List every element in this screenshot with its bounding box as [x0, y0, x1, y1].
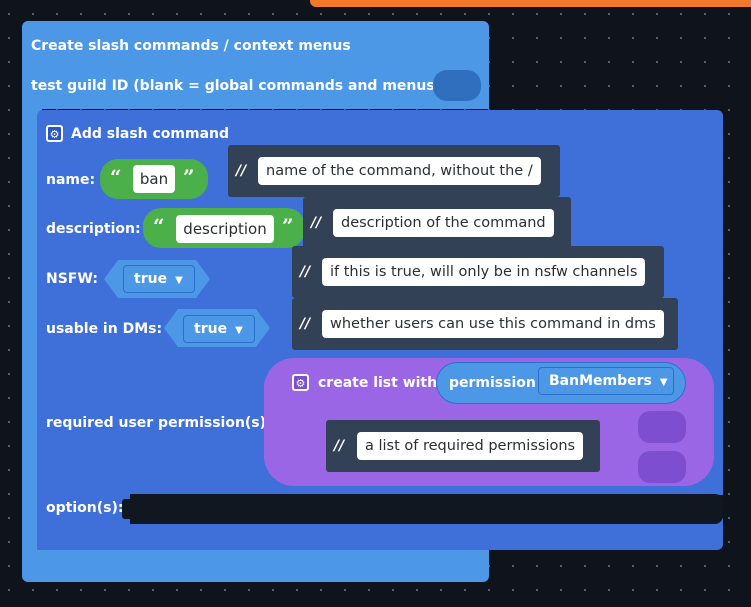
permission-dropdown[interactable]: BanMembers ▼ — [538, 367, 674, 395]
comment-icon: // — [300, 316, 311, 332]
test-guild-id-input-slot[interactable] — [433, 70, 481, 101]
open-quote-icon: “ — [110, 165, 122, 189]
dms-dropdown[interactable]: true ▼ — [183, 315, 255, 343]
nsfw-label: NSFW: — [46, 271, 98, 287]
open-quote-icon: “ — [153, 214, 165, 238]
gear-icon[interactable]: ⚙ — [46, 125, 63, 142]
usable-in-dms-label: usable in DMs: — [46, 321, 163, 337]
gear-icon[interactable]: ⚙ — [292, 374, 309, 391]
description-value-field[interactable]: description — [176, 215, 274, 243]
create-list-title: create list with — [318, 375, 438, 391]
description-label: description: — [46, 221, 141, 237]
list-item-slot-2[interactable] — [638, 411, 686, 443]
options-slot-notch — [122, 499, 138, 519]
comment-icon: // — [311, 215, 322, 231]
dms-dropdown-value: true — [194, 321, 228, 337]
nsfw-dropdown[interactable]: true ▼ — [123, 265, 195, 293]
required-permissions-label: required user permission(s): — [46, 415, 272, 431]
close-quote-icon: ” — [282, 214, 294, 238]
top-orange-block-edge — [310, 0, 751, 7]
dms-comment-field[interactable]: whether users can use this command in dm… — [322, 310, 664, 338]
comment-icon: // — [334, 438, 345, 454]
options-label: option(s): — [46, 500, 124, 516]
comment-icon: // — [236, 163, 247, 179]
options-statement-slot[interactable] — [130, 494, 723, 524]
permission-dropdown-value: BanMembers — [549, 373, 652, 389]
nsfw-dropdown-value: true — [134, 271, 168, 287]
add-slash-command-title: Add slash command — [71, 126, 230, 142]
permission-label: permission — [449, 375, 536, 391]
list-item-slot-3[interactable] — [638, 451, 686, 483]
name-label: name: — [46, 172, 96, 188]
create-slash-commands-title: Create slash commands / context menus — [31, 38, 351, 54]
dropdown-arrow-icon: ▼ — [175, 275, 183, 286]
dropdown-arrow-icon: ▼ — [235, 325, 243, 336]
name-value-field[interactable]: ban — [133, 165, 175, 193]
create-slash-commands-block[interactable] — [22, 21, 489, 109]
description-comment-field[interactable]: description of the command — [333, 209, 554, 237]
close-quote-icon: ” — [183, 165, 195, 189]
dropdown-arrow-icon: ▼ — [659, 377, 668, 388]
create-slash-commands-block-footer — [22, 550, 489, 582]
comment-icon: // — [300, 264, 311, 280]
test-guild-id-label: test guild ID (blank = global commands a… — [31, 78, 447, 94]
nsfw-comment-field[interactable]: if this is true, will only be in nsfw ch… — [322, 258, 646, 286]
permissions-comment-field[interactable]: a list of required permissions — [357, 432, 584, 460]
name-comment-field[interactable]: name of the command, without the / — [258, 157, 541, 185]
